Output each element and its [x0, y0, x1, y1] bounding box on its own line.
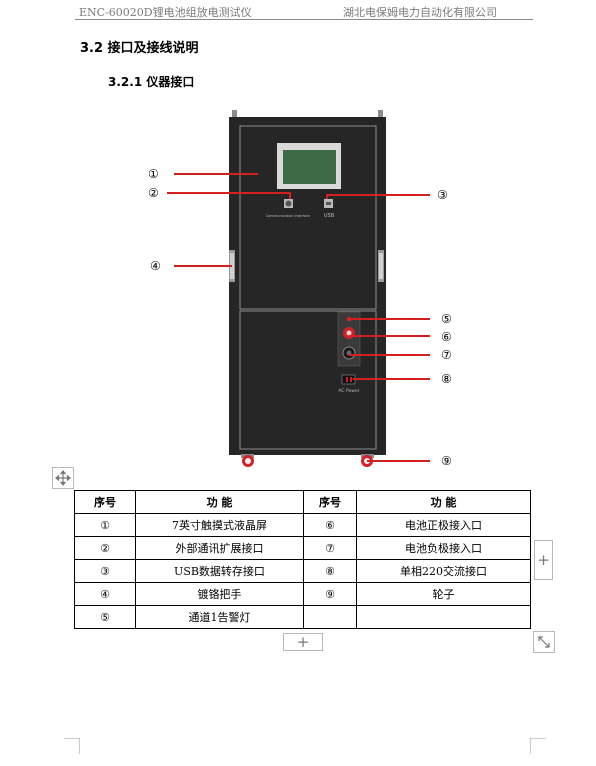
table-cell[interactable]: 电池负极接入口 — [356, 536, 531, 560]
header-divider — [75, 19, 533, 20]
table-cell[interactable]: 镀铬把手 — [135, 582, 304, 606]
marker-9: ⑨ — [441, 454, 452, 468]
table-header-row: 序号 功 能 序号 功 能 — [74, 490, 531, 514]
header-right: 湖北电保姆电力自动化有限公司 — [343, 6, 497, 19]
plus-icon: + — [296, 633, 310, 651]
marker-6: ⑥ — [441, 330, 452, 344]
table-cell[interactable]: ⑦ — [303, 536, 357, 560]
table-cell[interactable] — [356, 605, 531, 629]
marker-8: ⑧ — [441, 372, 452, 386]
marker-7: ⑦ — [441, 348, 452, 362]
marker-1: ① — [148, 167, 159, 181]
table-row: ⑤ 通道1告警灯 — [74, 605, 531, 629]
header-function-2: 功 能 — [356, 490, 531, 514]
table-cell[interactable]: USB数据转存接口 — [135, 559, 304, 583]
lcd-screen — [283, 150, 336, 184]
table-cell[interactable]: ③ — [74, 559, 136, 583]
comm-port-label: Communication interface — [266, 214, 310, 218]
header-index-2: 序号 — [303, 490, 357, 514]
section-title: 3.2 接口及接线说明 — [80, 41, 199, 56]
cabinet-upper-panel — [239, 125, 377, 310]
table-cell[interactable]: ④ — [74, 582, 136, 606]
table-cell[interactable]: 电池正极接入口 — [356, 513, 531, 537]
header-index-1: 序号 — [74, 490, 136, 514]
table-cell[interactable]: ⑧ — [303, 559, 357, 583]
ac-power-label: AC Power — [338, 388, 359, 394]
table-cell[interactable]: ① — [74, 513, 136, 537]
table-cell[interactable]: 轮子 — [356, 582, 531, 606]
table-row: ③ USB数据转存接口 ⑧ 单相220交流接口 — [74, 559, 531, 583]
table-move-handle[interactable] — [52, 467, 74, 489]
table-cell[interactable]: ⑨ — [303, 582, 357, 606]
table-cell[interactable] — [303, 605, 357, 629]
table-resize-handle[interactable] — [533, 631, 555, 653]
header-left: ENC-60020D锂电池组放电测试仪 — [79, 6, 252, 19]
marker-4: ④ — [150, 259, 161, 273]
table-cell[interactable]: ② — [74, 536, 136, 560]
device-figure: Communication interface USB AC Power — [148, 110, 452, 468]
table-cell[interactable]: 7英寸触摸式液晶屏 — [135, 513, 304, 537]
lifting-hook-left — [232, 110, 237, 119]
table-cell[interactable]: ⑥ — [303, 513, 357, 537]
move-arrows-icon — [55, 470, 71, 486]
lifting-hook-right — [378, 110, 383, 119]
interface-table: 序号 功 能 序号 功 能 ① 7英寸触摸式液晶屏 ⑥ 电池正极接入口 ② 外部… — [74, 490, 531, 629]
marker-5: ⑤ — [441, 312, 452, 326]
table-cell[interactable]: ⑤ — [74, 605, 136, 629]
marker-3: ③ — [437, 188, 448, 202]
wheel-left — [241, 454, 254, 467]
add-column-button[interactable]: + — [534, 540, 553, 580]
header-function-1: 功 能 — [135, 490, 304, 514]
add-row-button[interactable]: + — [283, 633, 323, 651]
subsection-title: 3.2.1 仪器接口 — [108, 75, 195, 89]
resize-diagonal-icon — [538, 636, 550, 648]
marker-2: ② — [148, 186, 159, 200]
table-cell[interactable]: 外部通讯扩展接口 — [135, 536, 304, 560]
page-corner-bottom-left — [64, 738, 80, 754]
callout-markers: ① ② ③ ④ ⑤ ⑥ ⑦ ⑧ ⑨ — [148, 167, 452, 468]
usb-port-label: USB — [324, 213, 335, 219]
table-row: ① 7英寸触摸式液晶屏 ⑥ 电池正极接入口 — [74, 513, 531, 537]
table-row: ④ 镀铬把手 ⑨ 轮子 — [74, 582, 531, 606]
plus-icon: + — [537, 551, 550, 569]
table-row: ② 外部通讯扩展接口 ⑦ 电池负极接入口 — [74, 536, 531, 560]
table-cell[interactable]: 通道1告警灯 — [135, 605, 304, 629]
leader-lines — [167, 173, 430, 462]
page-corner-bottom-right — [530, 738, 546, 754]
table-cell[interactable]: 单相220交流接口 — [356, 559, 531, 583]
